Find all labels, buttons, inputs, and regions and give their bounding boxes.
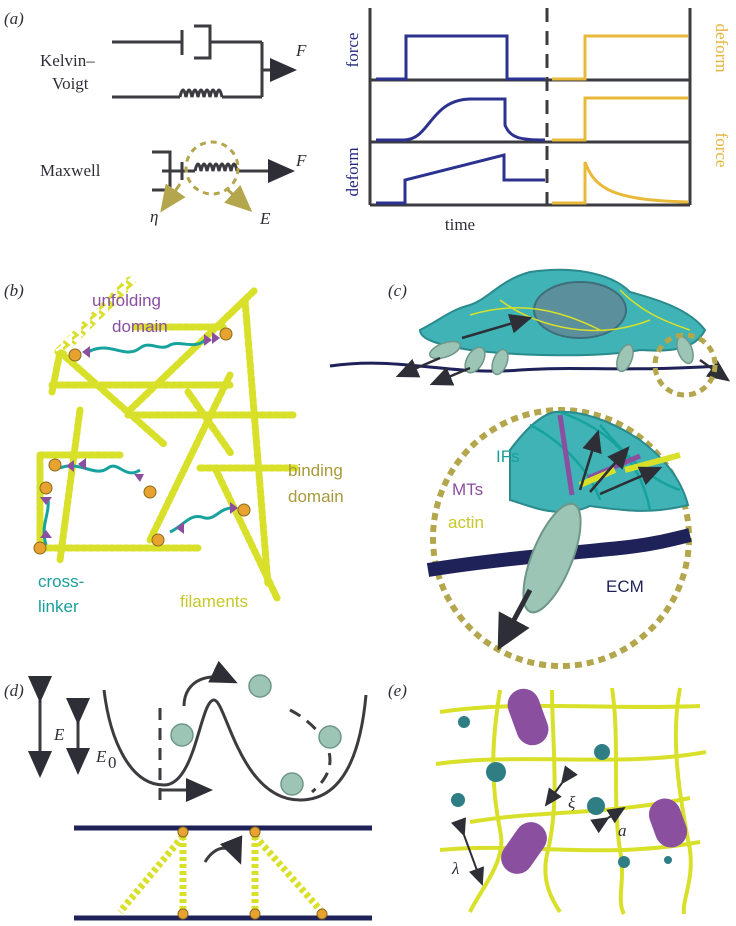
ifs-label: IFs xyxy=(496,447,520,466)
focal-adhesions xyxy=(429,335,694,376)
plot-deform-left-label: deform xyxy=(343,147,362,196)
a-label: a xyxy=(618,821,627,840)
cell-cytoskeleton xyxy=(469,289,691,332)
nucleus xyxy=(533,281,627,339)
binding-nodes xyxy=(33,327,251,555)
xi-label: ξ xyxy=(568,793,576,812)
time-axis-label: time xyxy=(445,215,475,234)
panel-e: (e) ξ a xyxy=(388,681,707,915)
panel-label-c: (c) xyxy=(388,281,407,300)
actin-label: actin xyxy=(448,513,484,532)
crosslinker-label-line2: linker xyxy=(38,597,79,616)
energy-label: E xyxy=(53,725,65,744)
kv-force-relax xyxy=(552,96,688,142)
panel-label-b: (b) xyxy=(4,281,24,300)
ecm-label: ECM xyxy=(606,577,644,596)
panel-a: (a) Kelvin– Voigt F Maxwell xyxy=(4,8,731,234)
filaments-label: filaments xyxy=(180,592,248,611)
energy-landscape xyxy=(102,689,368,802)
crosslinkers xyxy=(42,338,233,546)
substrate-line xyxy=(329,361,721,373)
zoomed-focal-adhesion xyxy=(522,502,582,614)
maxwell-model xyxy=(152,150,295,192)
zoom-ring-small xyxy=(652,332,718,398)
panel-label-d: (d) xyxy=(4,681,24,700)
binding-label-line2: domain xyxy=(288,487,344,506)
ecm-fiber xyxy=(426,528,692,577)
unbinding-path-dashed xyxy=(289,708,332,794)
length-scale-arrows xyxy=(450,765,626,886)
energy0-label: E xyxy=(95,747,107,766)
unfolding-label-line1: unfolding xyxy=(92,291,161,310)
kelvin-voigt-label-line1: Kelvin– xyxy=(40,51,95,70)
panel-label-a: (a) xyxy=(4,9,24,28)
spring-highlight-circle xyxy=(184,140,240,196)
kv-deform-creep xyxy=(376,97,546,142)
zoomed-force-arrows xyxy=(497,429,663,651)
plot-force-left-label: force xyxy=(343,33,362,68)
energy0-subscript: 0 xyxy=(108,753,117,772)
bond-anchors xyxy=(177,826,328,920)
bonds xyxy=(117,833,325,915)
panel-b: (b) xyxy=(4,276,344,616)
time-plots xyxy=(368,8,692,215)
maxwell-label: Maxwell xyxy=(40,161,101,180)
kelvin-voigt-label-line2: Voigt xyxy=(52,74,89,93)
maxwell-deform-creep xyxy=(376,153,545,205)
unfolding-label-line2: domain xyxy=(112,317,168,336)
mesh-particles xyxy=(451,688,688,874)
panel-label-e: (e) xyxy=(388,681,407,700)
plot-force-right-label: force xyxy=(712,133,731,168)
crosslinker-label-line1: cross- xyxy=(38,572,84,591)
rebinding-arrow xyxy=(203,835,243,865)
force-symbol-kv: F xyxy=(295,41,307,60)
plot-deform-right-label: deform xyxy=(712,23,731,72)
unfolding-domains xyxy=(40,332,238,538)
state-beads xyxy=(170,674,342,796)
modulus-arrow xyxy=(224,184,253,213)
filament-network xyxy=(36,276,299,604)
hop-arrow xyxy=(182,660,238,707)
modulus-symbol: E xyxy=(259,209,271,228)
panel-c: (c) xyxy=(329,268,731,669)
maxwell-force-relax xyxy=(552,161,689,205)
eta-arrow xyxy=(160,183,186,213)
binding-label-line1: binding xyxy=(288,461,343,480)
kelvin-voigt-model xyxy=(112,24,297,99)
panel-d: (d) E E 0 xyxy=(4,660,372,921)
eta-symbol: η xyxy=(150,207,158,226)
force-symbol-maxwell: F xyxy=(295,151,307,170)
kv-force-step xyxy=(376,34,545,81)
kv-deform-step xyxy=(552,34,688,81)
lambda-label: λ xyxy=(451,859,459,878)
mts-label: MTs xyxy=(452,480,483,499)
